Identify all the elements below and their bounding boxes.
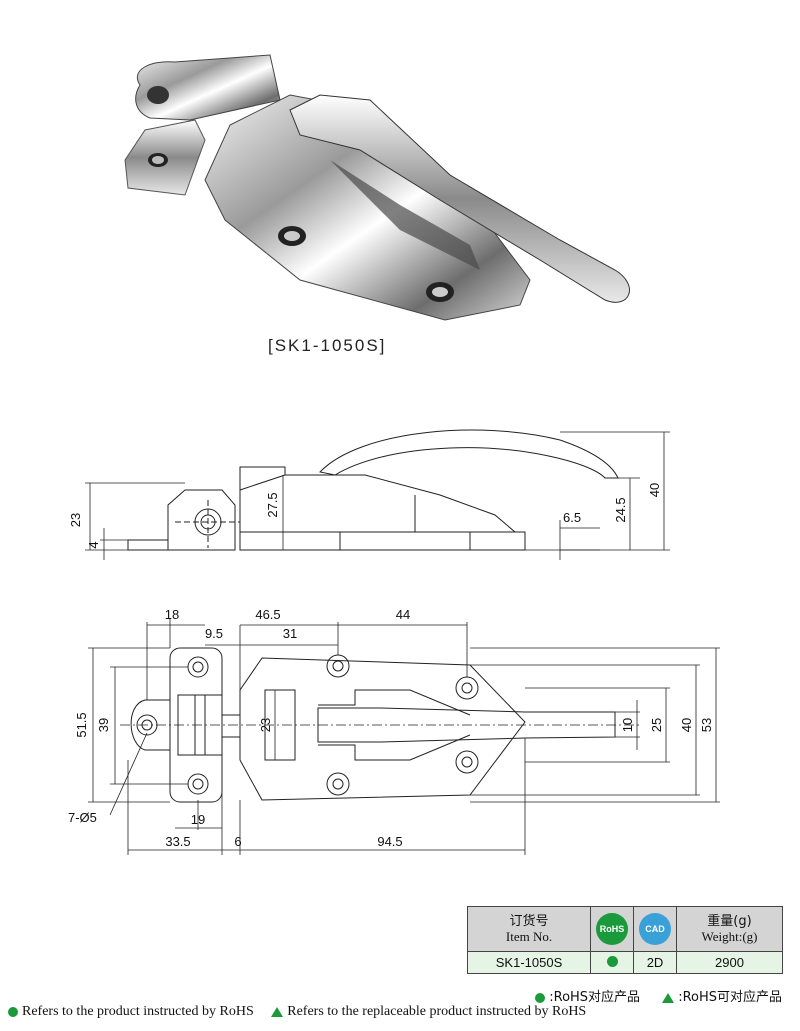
dim-side-24-5: 24.5 (613, 497, 628, 522)
spec-table: 订货号 Item No. RoHS CAD 重量(g) Weight:(g) S… (467, 905, 783, 974)
dim-side-27-5: 27.5 (265, 492, 280, 517)
item-no-header: 订货号 Item No. (467, 905, 591, 953)
dim-top-39: 39 (96, 718, 111, 732)
item-no-header-cn: 订货号 (509, 914, 549, 930)
dim-top-44: 44 (396, 607, 410, 622)
green-triangle-icon (662, 992, 675, 1003)
model-label: [SK1-1050S] (268, 336, 387, 355)
dim-top-51-5: 51.5 (74, 712, 89, 737)
dim-side-40: 40 (647, 483, 662, 497)
cad-cell: 2D (633, 951, 677, 974)
dim-top-31: 31 (283, 626, 297, 641)
rohs-legend: :RoHS对应产品 :RoHS可对应产品 (529, 986, 782, 1005)
product-photo (124, 54, 630, 321)
footer-replaceable-note: Refers to the replaceable product instru… (287, 1004, 587, 1019)
weight-cell: 2900 (676, 951, 783, 974)
dim-top-19: 19 (191, 812, 205, 827)
cad-icon: CAD (639, 913, 671, 946)
dim-top-10: 10 (620, 718, 635, 732)
rohs-dot-icon (606, 956, 618, 968)
green-dot-icon (535, 992, 546, 1003)
footer-notes: Refers to the product instructed by RoHS… (8, 1004, 586, 1020)
side-view (85, 429, 670, 560)
dim-top-23: 23 (258, 718, 273, 732)
footer-dot-icon (8, 1006, 18, 1017)
legend-rohs-replaceable: :RoHS可对应产品 (678, 990, 782, 1005)
spec-table-header: 订货号 Item No. RoHS CAD 重量(g) Weight:(g) (467, 905, 783, 953)
weight-header-cn: 重量(g) (707, 914, 752, 930)
spec-table-row: SK1-1050S 2D 2900 (467, 951, 783, 974)
rohs-header: RoHS (590, 905, 634, 953)
dim-top-9-5: 9.5 (205, 626, 223, 641)
dim-top-40: 40 (679, 718, 694, 732)
item-no-cell: SK1-1050S (467, 951, 591, 974)
dim-top-33-5: 33.5 (165, 834, 190, 849)
rohs-cell (590, 951, 634, 974)
footer-triangle-icon (271, 1006, 284, 1017)
dim-side-23: 23 (68, 513, 83, 527)
dim-top-25: 25 (649, 718, 664, 732)
dim-top-53: 53 (699, 718, 714, 732)
weight-header: 重量(g) Weight:(g) (676, 905, 783, 953)
footer-rohs-note: Refers to the product instructed by RoHS (22, 1004, 254, 1019)
weight-header-en: Weight:(g) (701, 929, 758, 945)
side-view-dimensions: 23 4 27.5 6.5 24.5 40 (68, 483, 662, 549)
cad-header: CAD (633, 905, 677, 953)
legend-rohs: :RoHS对应产品 (549, 990, 641, 1005)
dim-top-hole: 7-Ø5 (68, 810, 97, 825)
dim-top-6: 6 (234, 834, 241, 849)
item-no-header-en: Item No. (505, 929, 553, 945)
top-view-dimensions: 18 9.5 46.5 31 44 51.5 39 23 10 25 40 53… (68, 607, 714, 849)
rohs-icon: RoHS (596, 913, 628, 946)
dim-side-4: 4 (86, 541, 101, 548)
dim-top-46-5: 46.5 (255, 607, 280, 622)
dim-top-94-5: 94.5 (377, 834, 402, 849)
dim-side-6-5: 6.5 (563, 510, 581, 525)
top-view (88, 618, 720, 855)
dim-top-18: 18 (165, 607, 179, 622)
